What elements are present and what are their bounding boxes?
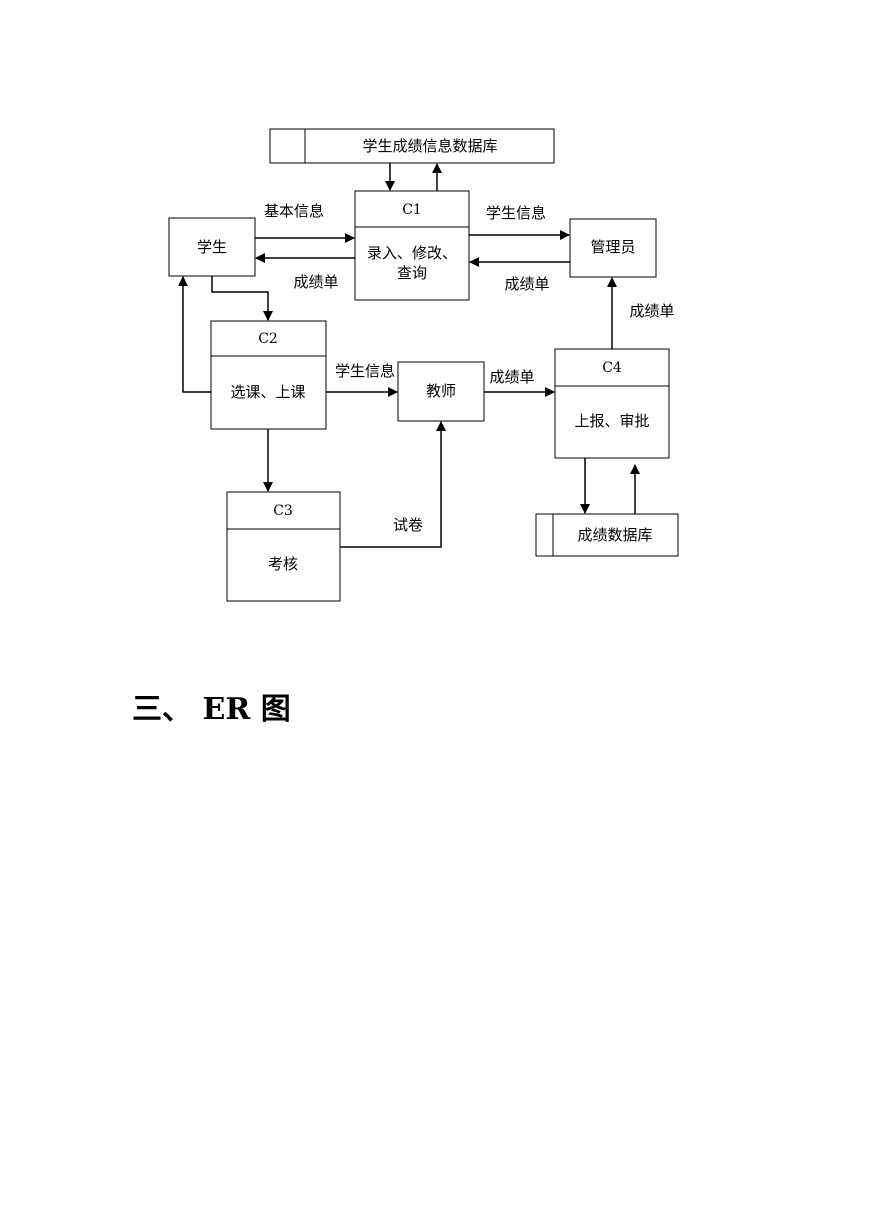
flow-label-grades-to-c4: 成绩单 [489,368,534,386]
entity-student-label: 学生 [197,238,227,256]
store-student-db-label: 学生成绩信息数据库 [362,137,497,155]
flow-label-grades-to-admin: 成绩单 [629,302,674,320]
process-c4: C4 上报、审批 [554,348,670,459]
section-heading: 三、 ER 图 [132,684,291,728]
flow-label-grades-to-c1: 成绩单 [504,275,549,293]
process-c1-label-line2: 查询 [397,264,427,282]
entity-teacher: 教师 [397,361,485,422]
process-c3-label: 考核 [268,555,298,573]
process-c3: C3 考核 [226,491,341,602]
store-student-db: 学生成绩信息数据库 [269,128,555,164]
arrow-student-to-c2 [211,276,273,321]
section-number: 三、 [132,692,192,727]
flow-label-grades-to-student: 成绩单 [293,273,338,291]
process-c2: C2 选课、上课 [210,320,327,430]
process-c1-label-line1: 录入、修改、 [367,244,457,262]
process-c1: C1 录入、修改、 查询 [354,190,470,301]
flow-label-basic-info: 基本信息 [264,202,324,220]
arrow-c3-to-teacher [340,421,446,548]
process-c3-id: C3 [273,503,293,519]
process-c2-label: 选课、上课 [230,383,305,401]
entity-admin: 管理员 [569,218,657,278]
process-c4-label: 上报、审批 [574,412,649,430]
flow-label-student-info-to-admin: 学生信息 [486,204,546,222]
entity-student: 学生 [168,217,256,277]
store-grade-db: 成绩数据库 [535,513,679,557]
process-c2-id: C2 [258,331,278,347]
store-grade-db-label: 成绩数据库 [577,526,652,544]
entity-teacher-label: 教师 [426,382,456,400]
process-c1-id: C1 [402,202,422,218]
process-c4-id: C4 [602,360,622,376]
section-title: ER 图 [202,692,291,727]
entity-admin-label: 管理员 [590,238,635,256]
flow-label-exam-paper: 试卷 [393,516,423,534]
arrow-c2-to-student [178,276,211,393]
flow-label-student-info-to-teacher: 学生信息 [335,362,395,380]
